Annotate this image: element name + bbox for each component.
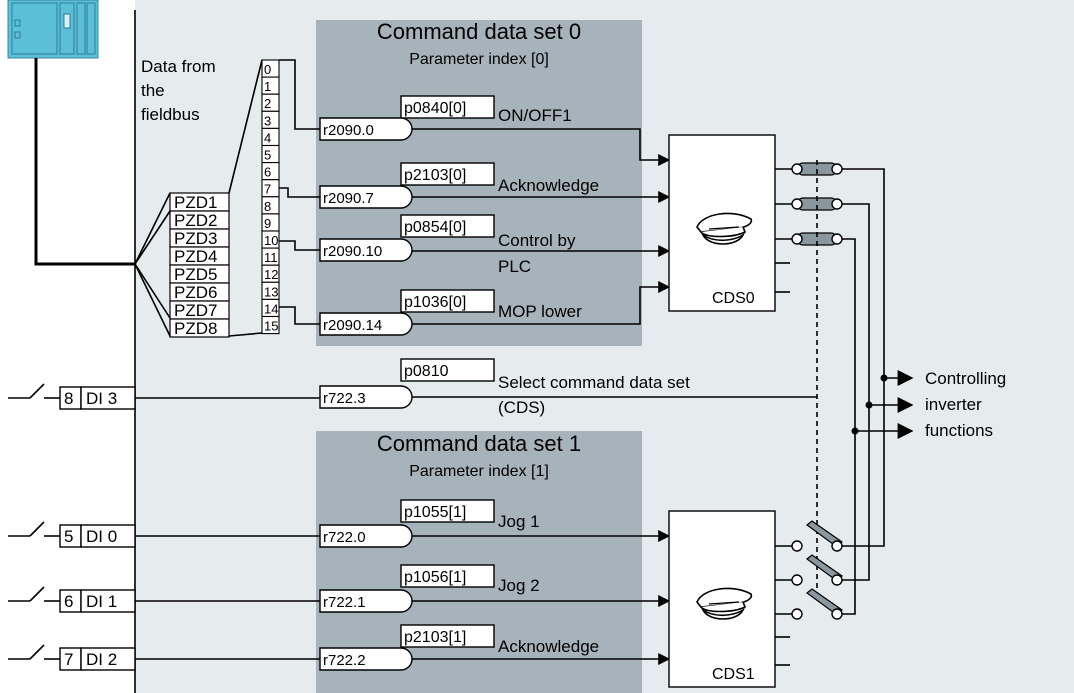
- svg-text:DI 0: DI 0: [86, 527, 117, 546]
- fieldbus-cable: [34, 58, 135, 266]
- cds1-block-label: CDS1: [712, 666, 755, 683]
- param-p0840: p0840[0]: [404, 100, 466, 117]
- param-p2103-0: p2103[0]: [404, 167, 466, 184]
- pzd-label: PZD8: [174, 319, 217, 338]
- signal-label-control-by-plc: Control by: [498, 231, 576, 250]
- cds1-row-jog1: 5 DI 0 p1055[1] r722.0 Jog 1: [8, 499, 671, 548]
- output-bus: [842, 168, 914, 615]
- plc-device-icon: [7, 0, 99, 59]
- word-index: 13: [264, 284, 278, 299]
- cds0-row-control-by-plc: p0854[0] r2090.10 Control by PLC: [279, 214, 671, 276]
- svg-text:DI 3: DI 3: [86, 389, 117, 408]
- source-r722-0: r722.0: [323, 529, 366, 546]
- param-p0810: p0810: [404, 363, 449, 380]
- fieldbus-label: Data from the fieldbus: [141, 57, 220, 124]
- signal-label-on-off1: ON/OFF1: [498, 106, 572, 125]
- chauffeur-cap-icon: [696, 212, 753, 245]
- pzd-label: PZD5: [174, 265, 217, 284]
- cds0-row-on-off1: p0840[0] r2090.0 ON/OFF1: [279, 59, 671, 166]
- svg-text:DI 2: DI 2: [86, 650, 117, 669]
- select-cds-row: 8 DI 3 p0810 r722.3 Select command data …: [8, 358, 817, 417]
- source-r722-3: r722.3: [323, 390, 366, 407]
- cds0-subtitle: Parameter index [0]: [409, 51, 549, 68]
- pzd-label: PZD6: [174, 283, 217, 302]
- word-index: 15: [264, 319, 278, 334]
- cds1-row-jog2: 6 DI 1 p1056[1] r722.1 Jog 2: [8, 564, 671, 613]
- word-index: 1: [264, 79, 271, 94]
- word-fanout: [228, 59, 263, 337]
- pzd-label: PZD3: [174, 229, 217, 248]
- source-r2090-0: r2090.0: [323, 122, 374, 139]
- pzd-label: PZD7: [174, 301, 217, 320]
- word-index: 2: [264, 96, 271, 111]
- pzd-cell: [169, 318, 230, 338]
- svg-text:6: 6: [64, 592, 73, 611]
- source-r2090-14: r2090.14: [323, 317, 382, 334]
- svg-text:5: 5: [64, 527, 73, 546]
- word-index: 9: [264, 216, 271, 231]
- param-p0854: p0854[0]: [404, 219, 466, 236]
- pzd-label: PZD4: [174, 247, 217, 266]
- svg-text:(CDS): (CDS): [498, 398, 545, 417]
- word-index: 7: [264, 182, 271, 197]
- pzd-fanout: [134, 192, 171, 337]
- cds1-switch-2: [775, 554, 843, 586]
- cds1-row-acknowledge: 7 DI 2 p2103[1] r722.2 Acknowledge: [8, 624, 671, 671]
- word-index: 14: [264, 301, 278, 316]
- word-index: 6: [264, 165, 271, 180]
- word-index: 4: [264, 130, 271, 145]
- word-index: 8: [264, 199, 271, 214]
- source-r2090-10: r2090.10: [323, 243, 382, 260]
- param-p1036: p1036[0]: [404, 294, 466, 311]
- cds1-switches: [775, 520, 843, 620]
- chauffeur-cap-icon: [696, 587, 753, 620]
- word-index: 5: [264, 148, 271, 163]
- svg-text:PLC: PLC: [498, 257, 531, 276]
- svg-text:8: 8: [64, 389, 73, 408]
- select-cds-label: Select command data set: [498, 373, 690, 392]
- word-cell: [261, 315, 280, 335]
- pzd-label: PZD2: [174, 211, 217, 230]
- word-index: 10: [264, 233, 278, 248]
- param-p1056: p1056[1]: [404, 569, 466, 586]
- word-index: 12: [264, 267, 278, 282]
- cds1-subtitle: Parameter index [1]: [409, 463, 549, 480]
- cds1-title: Command data set 1: [377, 431, 581, 456]
- cds0-row-acknowledge: p2103[0] r2090.7 Acknowledge: [279, 162, 671, 209]
- signal-label-acknowledge-1: Acknowledge: [498, 637, 599, 656]
- output-label: Controlling inverter functions: [925, 369, 1011, 440]
- word-index: 11: [264, 250, 278, 265]
- source-r722-2: r722.2: [323, 652, 366, 669]
- source-r2090-7: r2090.7: [323, 190, 374, 207]
- cds1-switch-3: [775, 588, 843, 620]
- signal-label-acknowledge: Acknowledge: [498, 176, 599, 195]
- signal-label-mop-lower: MOP lower: [498, 302, 582, 321]
- cds1-switch-1: [775, 520, 843, 552]
- cds0-block-label: CDS0: [712, 290, 755, 307]
- pzd-label: PZD1: [174, 193, 217, 212]
- signal-label-jog1: Jog 1: [498, 512, 540, 531]
- signal-label-jog2: Jog 2: [498, 576, 540, 595]
- word-index: 0: [264, 62, 271, 77]
- cds0-row-mop-lower: p1036[0] r2090.14 MOP lower: [279, 281, 671, 336]
- cds0-title: Command data set 0: [377, 19, 581, 44]
- svg-text:DI 1: DI 1: [86, 592, 117, 611]
- param-p2103-1: p2103[1]: [404, 629, 466, 646]
- word-index: 3: [264, 113, 271, 128]
- source-r722-1: r722.1: [323, 594, 366, 611]
- param-p1055: p1055[1]: [404, 504, 466, 521]
- svg-text:7: 7: [64, 650, 73, 669]
